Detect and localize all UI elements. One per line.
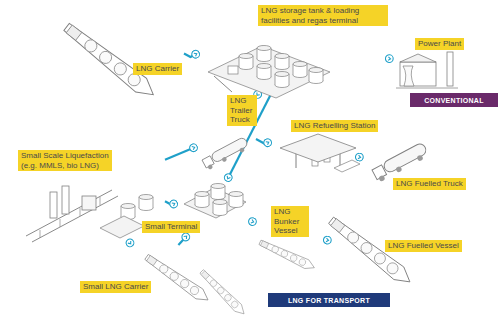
terminal-drawing xyxy=(228,66,238,74)
facility-label: LNG Bunker Vessel xyxy=(271,206,309,237)
liquefaction-plant-drawing xyxy=(26,186,153,242)
facility-label: LNG storage tank & loading facilities an… xyxy=(258,5,388,26)
facility-label: Small Terminal xyxy=(142,221,200,233)
power-plant-drawing xyxy=(400,54,436,62)
facility-node: Small LNG Carrier xyxy=(78,245,228,300)
power-plant-drawing xyxy=(396,88,458,89)
label-text: Small Scale Liquefaction xyxy=(21,151,109,161)
terminal-drawing xyxy=(214,76,232,92)
facility-label: Small LNG Carrier xyxy=(80,281,151,293)
refuelling-station-drawing xyxy=(334,160,360,172)
band-title: CONVENTIONAL xyxy=(424,97,484,104)
facility-node: LNG Bunker Vessel xyxy=(255,200,325,270)
liquefaction-plant-drawing xyxy=(121,204,135,220)
terminal-drawing xyxy=(275,72,289,88)
facility-node: Power Plant xyxy=(392,35,462,90)
facility-node: LNG Refuelling Station xyxy=(270,118,360,180)
label-text: LNG Fuelled Truck xyxy=(396,179,463,189)
small-terminal-drawing xyxy=(229,192,243,208)
facility-label: LNG Trailer Truck xyxy=(227,95,257,126)
facility-node: LNG Carrier xyxy=(62,8,184,104)
facility-label: Power Plant xyxy=(415,38,464,50)
label-text: LNG Bunker Vessel xyxy=(274,207,306,236)
liquefaction-plant-drawing xyxy=(60,219,61,227)
power-plant-drawing xyxy=(396,52,458,88)
refuelling-station-drawing xyxy=(312,156,318,166)
section-band: LNG FOR TRANSPORT xyxy=(268,293,390,307)
band-title: LNG FOR TRANSPORT xyxy=(288,297,370,304)
liquefaction-plant-drawing xyxy=(139,195,153,211)
refuelling-station-drawing xyxy=(296,150,297,168)
terminal-drawing xyxy=(208,46,330,99)
facility-label: LNG Refuelling Station xyxy=(291,120,378,132)
section-band: CONVENTIONAL xyxy=(410,93,498,107)
liquefaction-plant-drawing xyxy=(26,190,112,236)
facility-label: LNG Fuelled Truck xyxy=(393,178,466,190)
pipeline-connector xyxy=(250,221,255,223)
liquefaction-plant-drawing xyxy=(32,196,118,242)
liquefaction-plant-drawing xyxy=(50,192,57,218)
terminal-drawing xyxy=(239,54,253,70)
terminal-drawing xyxy=(293,62,307,78)
small-terminal-drawing xyxy=(184,184,246,219)
terminal-drawing xyxy=(309,68,323,84)
liquefaction-plant-drawing xyxy=(80,208,81,216)
label-text: LNG Fuelled Vessel xyxy=(388,241,459,251)
vessel-drawing xyxy=(198,268,247,317)
small-terminal-drawing xyxy=(184,188,246,218)
pipeline-connector xyxy=(130,243,132,245)
pipeline-connector xyxy=(325,239,330,242)
power-plant-drawing xyxy=(400,62,436,86)
small-terminal-drawing xyxy=(195,192,209,208)
label-text: Small LNG Carrier xyxy=(83,282,148,292)
small-terminal-drawing xyxy=(211,184,225,200)
refuelling-station-drawing xyxy=(340,150,341,168)
pipeline-connector xyxy=(178,235,187,245)
liquefaction-plant-drawing xyxy=(40,230,41,238)
pipeline-connector xyxy=(390,58,392,60)
power-plant-drawing xyxy=(447,52,453,86)
pipeline-connector xyxy=(165,147,196,160)
facility-label: LNG Carrier xyxy=(133,63,182,75)
terminal-drawing xyxy=(257,64,271,80)
terminal-drawing xyxy=(275,54,289,70)
facility-node: Small Terminal xyxy=(176,180,250,235)
refuelling-station-drawing xyxy=(280,134,356,162)
small-terminal-drawing xyxy=(213,200,227,216)
power-plant-drawing xyxy=(403,66,414,86)
facility-node: LNG Fuelled Truck xyxy=(362,138,460,195)
refuelling-station-drawing xyxy=(280,134,360,172)
label-text: LNG Refuelling Station xyxy=(294,121,375,131)
terminal-drawing xyxy=(257,46,271,62)
trailer-truck-drawing xyxy=(202,137,251,171)
label-text: Small Terminal xyxy=(145,222,197,232)
liquefaction-plant-drawing xyxy=(62,186,69,214)
facility-node: LNG Trailer Truck xyxy=(196,95,256,173)
pipeline-connector xyxy=(184,53,198,57)
label-text: LNG Trailer Truck xyxy=(230,96,254,125)
refuelling-station-drawing xyxy=(324,152,330,162)
label-text: (e.g. MMLS, bio LNG) xyxy=(21,161,109,171)
label-text: Power Plant xyxy=(418,39,461,49)
fuelled-truck-drawing xyxy=(371,142,429,183)
bunker-vessel-ship xyxy=(258,238,316,272)
terminal-drawing xyxy=(208,46,330,98)
liquefaction-plant-drawing xyxy=(100,197,101,205)
liquefaction-plant-drawing xyxy=(82,196,96,210)
label-text: LNG storage tank & loading facilities an… xyxy=(261,6,385,25)
lng-carrier-ship xyxy=(61,20,159,102)
pipeline-connector xyxy=(227,94,271,180)
pipeline-connector xyxy=(165,201,176,205)
liquefaction-plant-drawing xyxy=(100,216,144,238)
facility-label: Small Scale Liquefaction(e.g. MMLS, bio … xyxy=(18,150,112,171)
label-text: LNG Carrier xyxy=(136,64,179,74)
facility-node: LNG Fuelled Vessel xyxy=(330,205,455,293)
facility-node: LNG storage tank & loading facilities an… xyxy=(198,4,390,94)
pipeline-connector xyxy=(360,156,362,159)
pipeline-connector xyxy=(256,139,270,144)
facility-label: LNG Fuelled Vessel xyxy=(385,240,462,252)
small-carrier-ship xyxy=(143,252,211,305)
